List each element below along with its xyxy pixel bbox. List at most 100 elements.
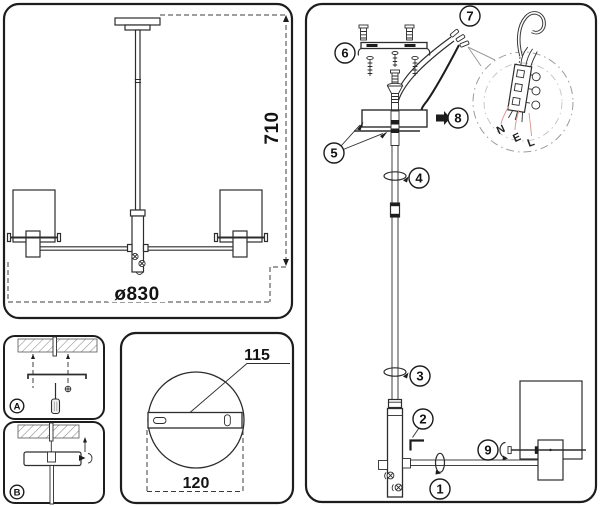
terminal-screw-1	[531, 72, 541, 82]
mount-bracket-bar	[147, 411, 243, 429]
disc-diameter-label: 120	[183, 475, 210, 492]
threaded-rod-cap	[507, 446, 512, 455]
detail-circle-inner	[483, 62, 563, 142]
assembly-arm	[410, 459, 544, 466]
hub-clamp-ears	[384, 472, 394, 492]
hub-coupler	[129, 209, 146, 217]
arrow-up-right	[66, 354, 70, 359]
shade-rod-right-cap2	[263, 232, 269, 243]
terminal-block	[507, 46, 541, 123]
arrow-up-head	[83, 437, 87, 443]
step-2-badge: 2	[412, 408, 434, 430]
ceiling-bracket	[360, 41, 428, 50]
step-7-badge: 7	[459, 5, 481, 27]
step-6-label: 6	[341, 46, 348, 61]
height-dimension-label: 710	[262, 111, 283, 144]
panel-border	[304, 2, 598, 504]
step-9-label: 9	[484, 443, 491, 458]
rotate-ellipse-1	[434, 452, 446, 473]
label-120-mask	[178, 474, 214, 490]
canopy-hub	[47, 451, 56, 463]
step-8-label: 8	[454, 111, 461, 126]
leader-l	[528, 112, 532, 137]
rotate-arrow-4	[403, 176, 409, 183]
hub-screw-a-cross	[387, 472, 394, 479]
wall-anchor-right	[404, 24, 415, 41]
mounting-bracket	[27, 373, 87, 379]
allen-key	[409, 439, 424, 451]
step-3-label: 3	[416, 369, 423, 384]
arm-fitting-left	[126, 243, 133, 253]
terminal-wires-in	[520, 46, 538, 67]
hub-foot	[135, 271, 144, 275]
bracket-slot-left	[366, 44, 378, 47]
step-b-label: B	[14, 487, 21, 498]
step-b-badge	[9, 484, 25, 500]
rotate-ellipse-4	[383, 171, 407, 181]
shade-rod-left-cap1	[6, 232, 12, 243]
step-1-badge: 1	[429, 478, 451, 500]
leader-115	[189, 363, 290, 413]
step-6-badge: 6	[334, 42, 356, 64]
arm-left	[40, 246, 128, 251]
rotate-ellipse-3	[383, 367, 407, 377]
terminal-label-l: L	[526, 136, 537, 150]
step-5-arrow-2	[380, 131, 388, 139]
canopy-collar	[124, 24, 151, 31]
ceiling-hatch	[17, 338, 98, 353]
panel-assembly: 6 7	[304, 2, 598, 504]
terminal-hole-2	[513, 83, 523, 93]
down-rod	[49, 465, 54, 505]
step-5-badge: 5	[323, 142, 345, 164]
panel-canopy-detail: 115 120	[119, 331, 295, 505]
rotate-arrow-3	[403, 372, 409, 379]
shade-rod-right-cap1	[213, 232, 219, 243]
stem-threads	[391, 96, 399, 103]
bracket-screw-left	[366, 55, 374, 76]
hanging-hook-core	[517, 12, 545, 57]
terminal-detail-callout: N E L	[467, 11, 574, 153]
dim-arrow-down	[283, 259, 289, 266]
bracket-slot-right	[404, 44, 416, 47]
step-5-leaders	[340, 124, 384, 151]
assembly-socket	[537, 439, 564, 481]
screw-arrow	[79, 455, 86, 461]
terminal-leads-out	[508, 110, 523, 123]
detail-circle-outer	[472, 51, 574, 153]
assembly-rod	[391, 145, 399, 400]
leader-e	[514, 109, 520, 131]
terminal-hole-3	[511, 96, 521, 106]
arm-fitting-right	[142, 243, 149, 253]
step-3-badge: 3	[409, 365, 431, 387]
rod-joint	[134, 79, 141, 83]
rotate-arrow-1	[435, 470, 441, 475]
arrow-up-left	[31, 354, 35, 359]
step-4-label: 4	[415, 171, 423, 186]
down-rod	[134, 29, 141, 211]
panel-fixture-overview: 710 ø830	[2, 2, 294, 320]
supply-wire	[49, 422, 54, 442]
step-2-label: 2	[419, 412, 426, 427]
step-a-badge	[9, 398, 25, 414]
shade-rod-left-cap2	[56, 232, 62, 243]
panel-border	[2, 2, 294, 320]
hook-tail	[518, 56, 521, 66]
step-8-badge: 8	[447, 107, 469, 129]
dim-arrow-up	[283, 15, 289, 22]
hole-spacing-label: 115	[244, 347, 270, 364]
bracket-end-hooks	[357, 47, 431, 56]
assembly-hub	[386, 407, 404, 498]
step-1-label: 1	[436, 482, 443, 497]
nipple-band-2	[391, 128, 399, 133]
panel-border	[3, 335, 105, 420]
arm-fitting	[402, 458, 411, 469]
screw-cross	[65, 386, 71, 392]
socket-right	[232, 230, 248, 258]
terminal-hole-1	[515, 69, 526, 79]
terminal-screw-3	[531, 100, 541, 110]
rotate-arc	[87, 453, 93, 464]
slot-left	[153, 417, 167, 424]
screwdriver-grip	[53, 401, 58, 411]
